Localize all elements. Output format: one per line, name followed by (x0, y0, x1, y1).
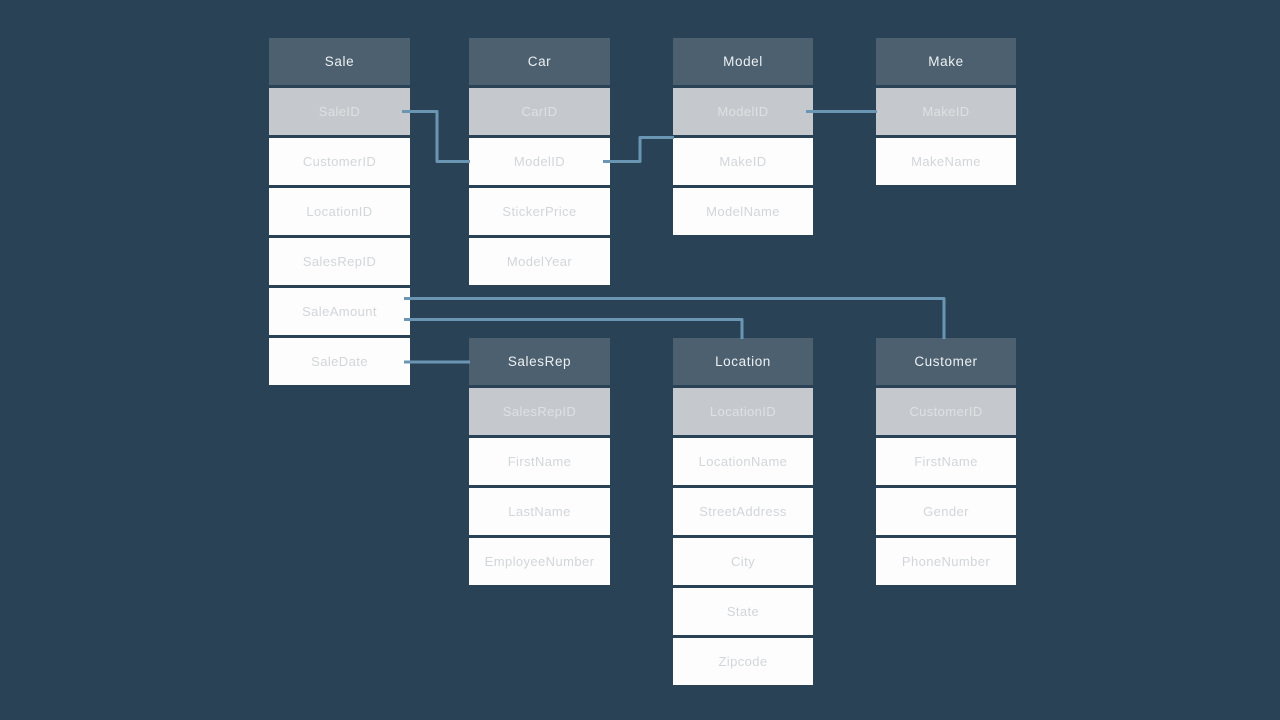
table-title: Model (673, 38, 813, 85)
field-row: MakeID (673, 138, 813, 185)
table-title: SalesRep (469, 338, 610, 385)
field-row: LastName (469, 488, 610, 535)
table-title: Make (876, 38, 1016, 85)
connector-sale-customer (404, 297, 946, 339)
primary-key-row: LocationID (673, 388, 813, 435)
field-row: Gender (876, 488, 1016, 535)
field-row: FirstName (469, 438, 610, 485)
field-row: FirstName (876, 438, 1016, 485)
field-row: LocationID (269, 188, 410, 235)
field-row: Zipcode (673, 638, 813, 685)
table-title: Customer (876, 338, 1016, 385)
field-row: PhoneNumber (876, 538, 1016, 585)
primary-key-row: MakeID (876, 88, 1016, 135)
field-row: LocationName (673, 438, 813, 485)
connector-sale-car (402, 110, 470, 163)
field-row: CustomerID (269, 138, 410, 185)
field-row: MakeName (876, 138, 1016, 185)
field-row: ModelYear (469, 238, 610, 285)
primary-key-row: CarID (469, 88, 610, 135)
field-row: StickerPrice (469, 188, 610, 235)
table-title: Location (673, 338, 813, 385)
table-title: Sale (269, 38, 410, 85)
field-row: EmployeeNumber (469, 538, 610, 585)
field-row: SaleDate (269, 338, 410, 385)
field-row: SalesRepID (269, 238, 410, 285)
field-row: City (673, 538, 813, 585)
primary-key-row: CustomerID (876, 388, 1016, 435)
field-row: State (673, 588, 813, 635)
table-title: Car (469, 38, 610, 85)
primary-key-row: ModelID (673, 88, 813, 135)
field-row: SaleAmount (269, 288, 410, 335)
connector-sale-location (404, 318, 744, 339)
primary-key-row: SalesRepID (469, 388, 610, 435)
connector-car-model (603, 136, 674, 163)
primary-key-row: SaleID (269, 88, 410, 135)
field-row: ModelID (469, 138, 610, 185)
field-row: StreetAddress (673, 488, 813, 535)
field-row: ModelName (673, 188, 813, 235)
